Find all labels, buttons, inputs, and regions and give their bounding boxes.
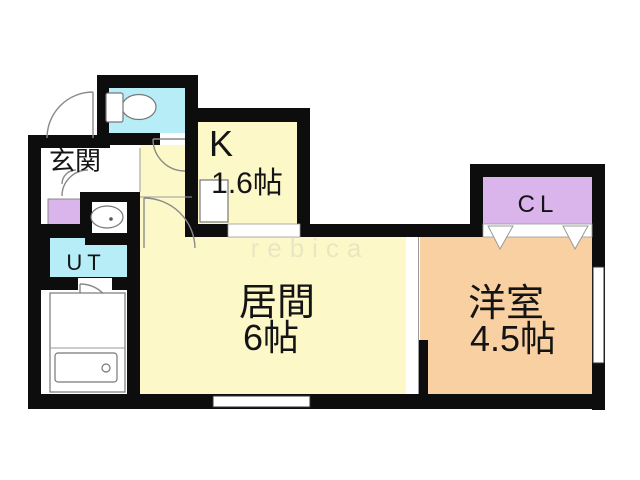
wall-vanity-bottom [85, 233, 140, 245]
doors [46, 91, 196, 318]
wall-toilet-kitchen-shared [185, 75, 198, 237]
wall-living-top [300, 224, 483, 237]
toilet-tank [105, 92, 124, 123]
bathtub-drain [101, 363, 111, 373]
room-labels: 玄関 UT K 1.6帖 居間 6帖 洋室 4.5帖 CL [49, 123, 559, 359]
western-room-label: 洋室 [468, 283, 544, 325]
wall-shoebox-bottom [40, 224, 88, 238]
wall-vanity-top [80, 192, 140, 202]
entrance-door-arc [46, 91, 94, 139]
kitchen-size-label: 1.6帖 [211, 167, 283, 200]
wall-kitchen-bottom-stub [198, 224, 230, 237]
watermark-text: rebica [251, 233, 370, 263]
window-right [592, 266, 605, 364]
wall-kitchen-top [185, 108, 310, 122]
bathtub [54, 352, 118, 383]
genkan-step-arc [61, 169, 89, 197]
bathroom-door-opening [78, 278, 112, 290]
wall-left-outer [28, 135, 41, 409]
shoe-cabinet [47, 198, 84, 226]
genkan-step-arc-inner [61, 169, 77, 185]
western-room-size-label: 4.5帖 [470, 318, 556, 359]
living-label: 居間 [239, 282, 315, 324]
living-room-floor [140, 237, 407, 394]
wall-vanity-left [80, 192, 92, 238]
closet-label: CL [518, 191, 559, 218]
kitchen-living-opening [227, 223, 301, 238]
vanity-sink [90, 205, 124, 229]
walls [28, 75, 605, 410]
toilet-bowl [121, 93, 157, 121]
wall-bathroom-right [127, 290, 140, 394]
wall-genkan-top [40, 135, 110, 148]
wall-toilet-top [97, 75, 197, 88]
living-size-label: 6帖 [243, 317, 299, 358]
wall-closet-top [470, 164, 605, 177]
toilet-door-arc [152, 138, 186, 172]
western-room-floor [420, 237, 592, 394]
kitchen-sink-counter [199, 179, 229, 223]
fixtures [49, 92, 229, 393]
living-door-arc [143, 197, 196, 249]
wall-kitchen-right [297, 108, 310, 237]
genkan-label: 玄関 [49, 146, 101, 176]
partition-track [406, 237, 418, 394]
utility-label: UT [66, 250, 105, 275]
closet-door-triangle-left [487, 225, 514, 251]
window-bottom [212, 395, 311, 408]
wall-utility-left [40, 238, 50, 290]
vanity-faucet-dot [109, 217, 113, 221]
wall-toilet-bottom [97, 133, 160, 145]
wall-bottom-outer [28, 394, 605, 409]
closet-floor [483, 177, 592, 225]
closet-door-triangle-right [562, 225, 589, 251]
wall-closet-left [470, 164, 483, 237]
hallway-floor [140, 145, 185, 237]
room-floors [47, 87, 592, 394]
kitchen-label: K [209, 123, 233, 164]
